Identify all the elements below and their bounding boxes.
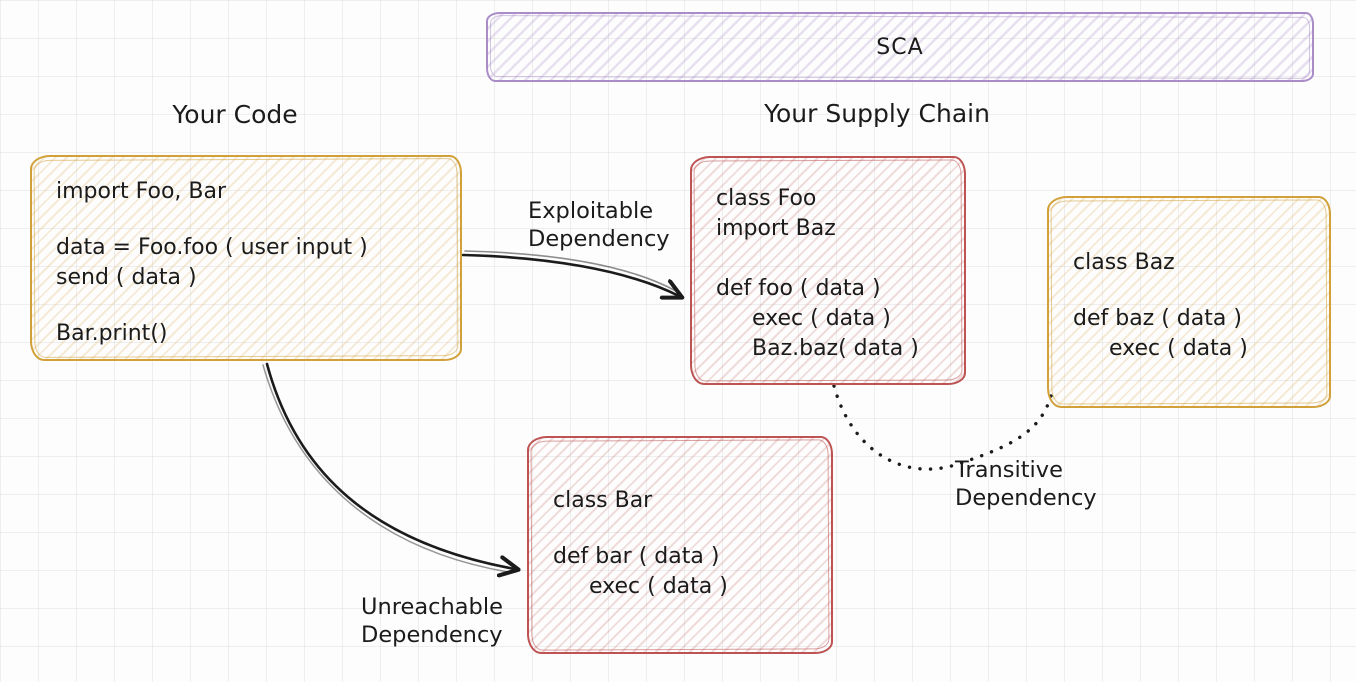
class-foo-snippet: class Foo import Baz def foo ( data ) ex… [692, 158, 964, 364]
class-baz-snippet: class Baz def baz ( data ) exec ( data ) [1049, 198, 1329, 364]
code-line: Baz.baz( data ) [752, 336, 919, 361]
class-baz-box: class Baz def baz ( data ) exec ( data ) [1047, 196, 1331, 408]
class-bar-snippet: class Bar def bar ( data ) exec ( data ) [529, 438, 831, 602]
edge-label-line: Unreachable [361, 594, 503, 620]
code-line: Bar.print() [56, 321, 168, 346]
unreachable-dependency-label: Unreachable Dependency [361, 593, 503, 649]
edge-label-line: Transitive [955, 457, 1063, 483]
code-line: class Bar [553, 488, 653, 513]
edge-label-line: Dependency [361, 622, 503, 648]
code-line: exec ( data ) [752, 306, 891, 331]
exploitable-arrow-sketch [464, 250, 677, 292]
sca-banner-label: SCA [876, 34, 924, 60]
code-line: send ( data ) [56, 265, 197, 290]
sca-banner: SCA [486, 12, 1314, 82]
unreachable-arrow [265, 362, 515, 569]
edge-label-line: Exploitable [528, 198, 654, 224]
code-line: def bar ( data ) [553, 544, 720, 569]
code-line: import Foo, Bar [56, 179, 227, 204]
your-code-title: Your Code [172, 100, 298, 129]
code-line: import Baz [716, 216, 836, 241]
your-code-box: import Foo, Bar data = Foo.foo ( user in… [30, 155, 462, 361]
code-line: exec ( data ) [589, 574, 728, 599]
code-line: def foo ( data ) [716, 276, 881, 301]
code-line: class Baz [1073, 250, 1175, 275]
supply-chain-title: Your Supply Chain [764, 99, 990, 128]
exploitable-dependency-label: Exploitable Dependency [528, 197, 670, 253]
code-line: def baz ( data ) [1073, 306, 1242, 331]
your-code-snippet: import Foo, Bar data = Foo.foo ( user in… [32, 157, 460, 349]
exploitable-arrow [461, 253, 679, 296]
code-line: exec ( data ) [1109, 336, 1248, 361]
class-foo-box: class Foo import Baz def foo ( data ) ex… [690, 156, 966, 385]
transitive-dependency-label: Transitive Dependency [955, 456, 1097, 512]
unreachable-arrow-sketch [262, 364, 509, 573]
class-bar-box: class Bar def bar ( data ) exec ( data ) [527, 436, 833, 654]
edge-label-line: Dependency [955, 485, 1097, 511]
edge-label-line: Dependency [528, 226, 670, 252]
code-line: data = Foo.foo ( user input ) [56, 235, 368, 260]
code-line: class Foo [716, 186, 817, 211]
